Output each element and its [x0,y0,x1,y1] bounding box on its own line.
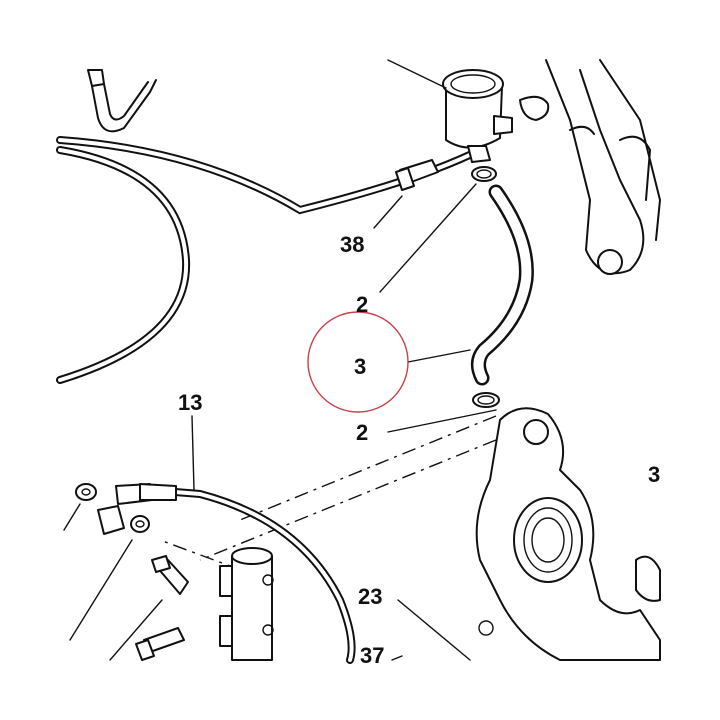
bolt-38 [373,159,439,229]
callout-23: 23 [358,584,382,609]
hose-clip-bottom [387,392,500,433]
callout-2-top: 2 [356,292,368,317]
assembly-lines [159,415,497,581]
callout-38: 38 [340,232,364,257]
brake-line-13 [115,415,356,664]
hose-clip-top [379,166,497,293]
highlight-circle [307,311,409,413]
callout-3-highlight: 3 [354,354,366,379]
bleed-valve [109,555,189,661]
mounting-bracket-right [519,59,661,275]
master-cylinder [219,547,274,661]
callout-37: 37 [360,643,384,668]
leader-lines-lower [391,599,471,661]
caliper-bracket [475,407,661,661]
bracket-strap [87,69,157,133]
callout-3-edge: 3 [648,462,660,487]
fluid-reservoir [387,59,513,163]
callout-13: 13 [178,390,202,415]
washers-left [63,483,150,641]
lower-bolt [135,627,185,661]
callout-2-bottom: 2 [356,420,368,445]
brake-hose-3 [407,184,534,386]
